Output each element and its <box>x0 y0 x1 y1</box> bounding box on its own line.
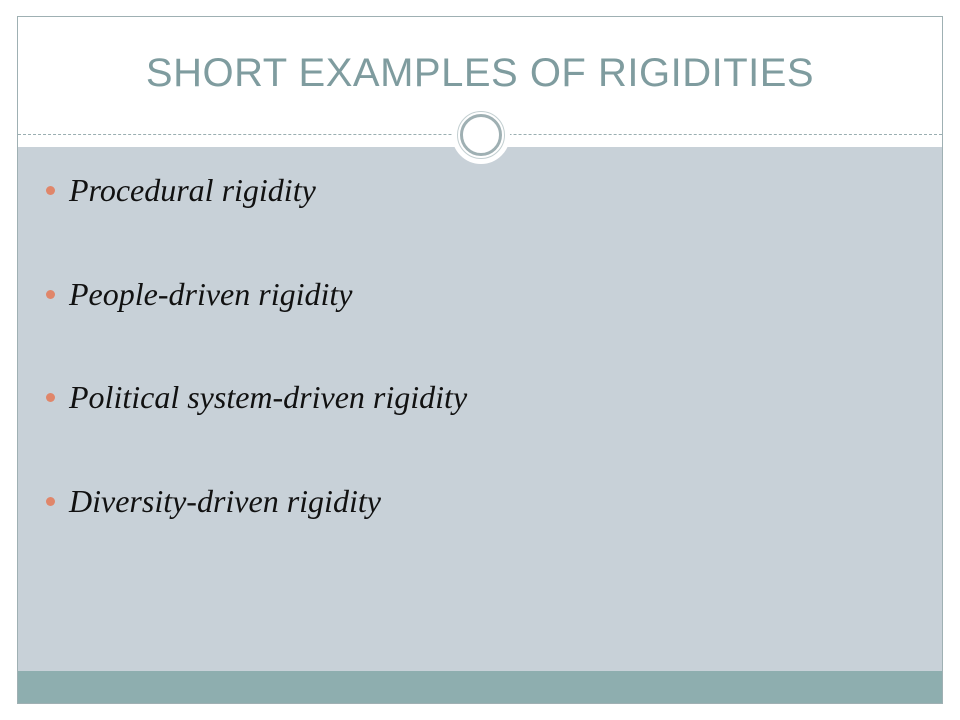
circle-ornament-ring <box>460 114 502 156</box>
bullet-text: Diversity-driven rigidity <box>69 482 381 519</box>
bullet-item: Procedural rigidity <box>46 168 316 212</box>
bullet-item: People-driven rigidity <box>46 272 352 316</box>
circle-ornament-outer-ring <box>457 111 505 159</box>
slide-title: SHORT EXAMPLES OF RIGIDITIES <box>145 51 815 95</box>
bullet-dot-icon <box>46 185 55 195</box>
bullet-dot-icon <box>46 392 55 402</box>
circle-ornament-icon <box>452 106 510 164</box>
content-panel <box>18 147 942 671</box>
slide: SHORT EXAMPLES OF RIGIDITIES Procedural … <box>17 16 943 704</box>
bullet-item: Diversity-driven rigidity <box>46 479 381 523</box>
bullet-dot-icon <box>46 289 55 299</box>
bullet-text: Procedural rigidity <box>69 171 316 208</box>
bullet-text: People-driven rigidity <box>69 275 353 312</box>
bullet-dot-icon <box>46 496 55 506</box>
footer-band <box>18 671 942 703</box>
bullet-text: Political system-driven rigidity <box>69 378 468 415</box>
bullet-item: Political system-driven rigidity <box>46 375 467 419</box>
